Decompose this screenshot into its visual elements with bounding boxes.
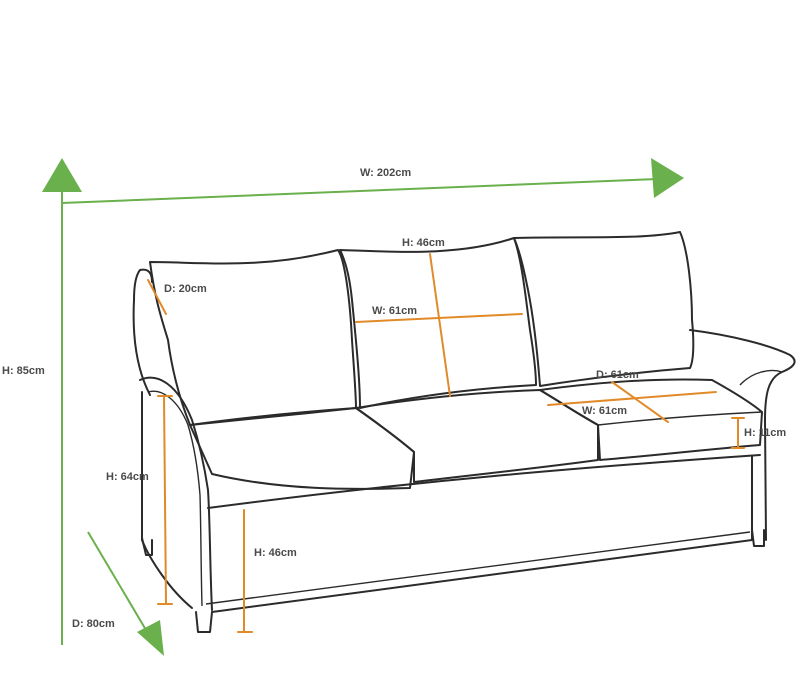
back-depth-label: D: 20cm (164, 283, 207, 295)
left-front-leg (195, 611, 213, 633)
back-cushion-right (513, 231, 695, 387)
back-height-label: H: 46cm (402, 237, 445, 249)
seat-width-line (547, 391, 717, 406)
arm-height-label: H: 64cm (106, 471, 149, 483)
sofa-drawing (132, 231, 796, 633)
seat-cushion-left (189, 407, 415, 490)
overall-height-label: H: 85cm (2, 365, 45, 377)
seat-cushion-middle (355, 389, 599, 483)
left-arm-outline (132, 268, 153, 396)
back-cushion-middle (339, 237, 537, 409)
overall-depth-label: D: 80cm (72, 618, 115, 630)
front-base (211, 539, 753, 613)
seat-cushion-right (539, 378, 763, 461)
overall-width-label: W: 202cm (360, 167, 411, 179)
seat-depth-label: D: 61cm (596, 369, 639, 381)
seat-height-label: H: 46cm (254, 547, 297, 559)
dimension-lines (147, 253, 745, 633)
overall-depth-arrow (87, 531, 164, 656)
depth-arrowhead-icon (137, 620, 164, 656)
back-width-line (355, 313, 523, 323)
width-arrowhead-icon (651, 158, 684, 198)
back-depth-line (147, 279, 167, 315)
left-arm-front (139, 376, 213, 611)
dimension-labels: W: 202cm H: 85cm D: 80cm D: 20cm H: 46cm… (2, 167, 786, 630)
seat-depth-line (611, 381, 669, 423)
back-cushion-left (149, 249, 357, 426)
back-width-label: W: 61cm (372, 305, 417, 317)
height-arrowhead-icon (42, 158, 82, 192)
right-arm-outline (689, 329, 796, 541)
seat-thickness-label: H: 11cm (744, 427, 786, 439)
right-front-leg (751, 529, 765, 547)
arm-height-line (163, 395, 167, 605)
back-height-line (429, 253, 451, 397)
seat-width-label: W: 61cm (582, 405, 627, 417)
overall-width-arrow (61, 158, 684, 204)
overall-height-arrow (42, 158, 82, 645)
